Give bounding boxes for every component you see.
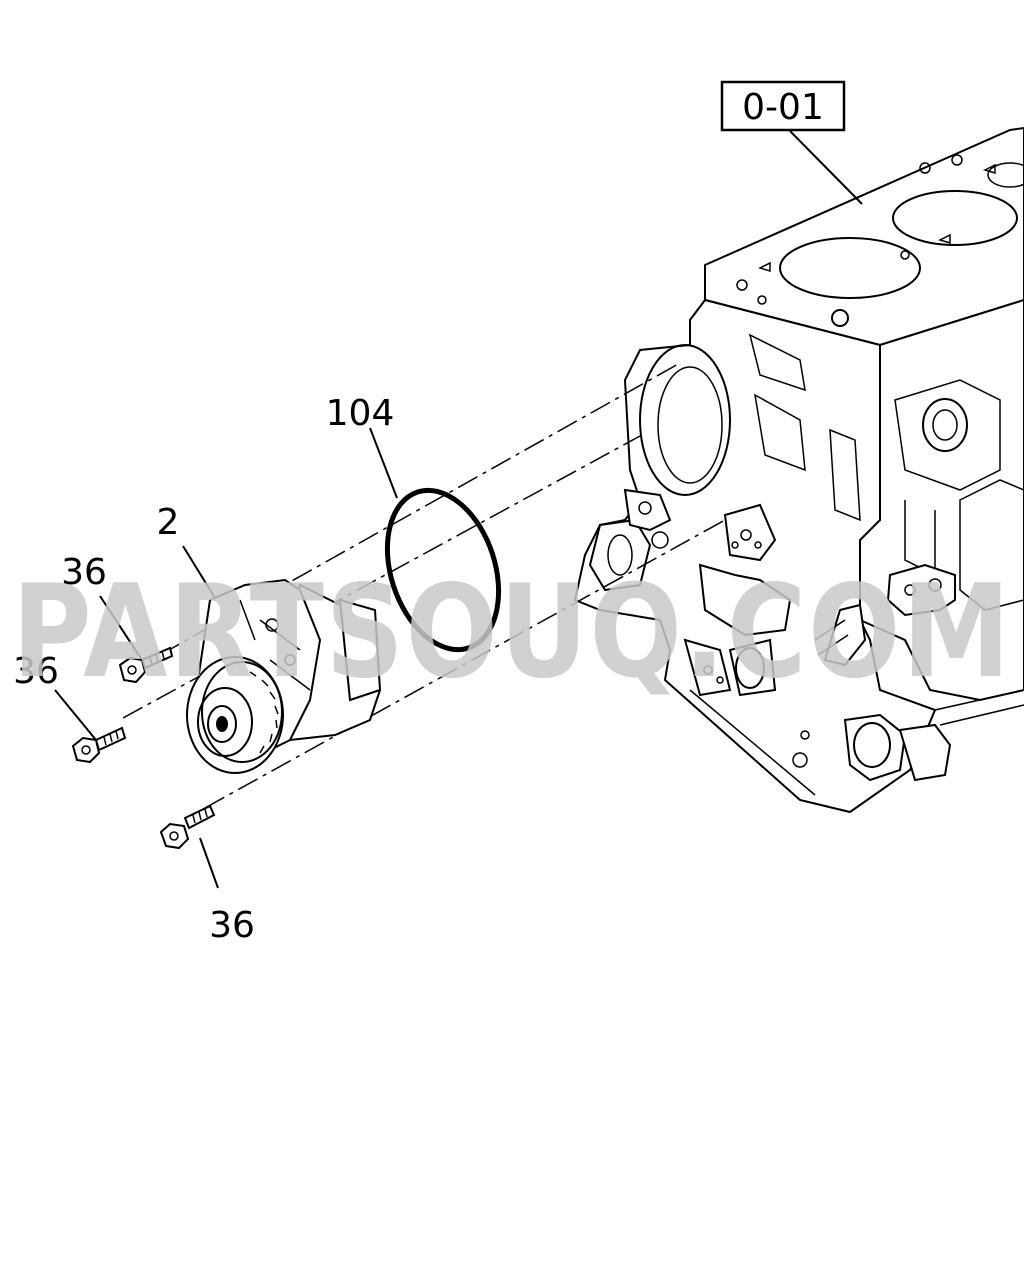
water-pump [186, 578, 382, 774]
bolt-middle [71, 726, 127, 764]
watermark: PARTSOUQ.COM [12, 558, 1012, 707]
callout-leaders [54, 427, 398, 889]
reference-box-label: 0-01 [742, 87, 824, 128]
o-ring [384, 487, 502, 653]
bolt-lower [159, 804, 216, 850]
callout-2: 2 [157, 502, 180, 543]
bolt-upper [118, 646, 174, 684]
reference-leader [789, 130, 863, 205]
callout-36-upper: 36 [61, 552, 107, 593]
engine-block [573, 126, 1024, 814]
reference-box: 0-01 [720, 80, 863, 205]
callout-104: 104 [326, 393, 395, 434]
callout-36-lower: 36 [209, 905, 255, 946]
alignment-lines [122, 362, 726, 809]
callout-36-middle: 36 [13, 651, 59, 692]
